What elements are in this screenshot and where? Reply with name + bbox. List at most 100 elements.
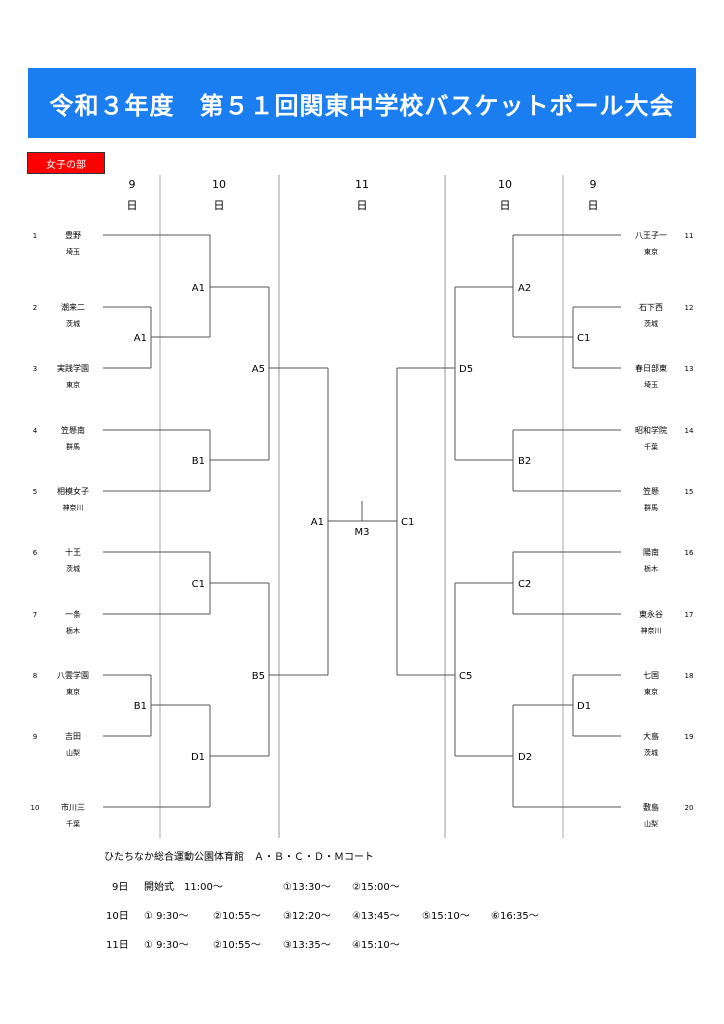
team-prefecture: 千葉	[644, 442, 658, 451]
team-prefecture: 群馬	[66, 442, 80, 451]
schedule-day11-slot1: ① 9:30～	[144, 940, 189, 951]
team-seed: 3	[33, 365, 37, 373]
team-seed: 18	[685, 672, 694, 680]
team-seed: 6	[33, 549, 38, 557]
team-name: 七国	[643, 671, 659, 680]
schedule-day11-slot2: ②10:55～	[213, 940, 261, 951]
match-label: A2	[518, 283, 531, 294]
team-prefecture: 栃木	[66, 626, 80, 635]
team-prefecture: 東京	[644, 687, 658, 696]
team-seed: 15	[685, 488, 694, 496]
team-prefecture: 茨城	[66, 564, 80, 573]
match-label: B5	[252, 671, 265, 682]
team-prefecture: 山梨	[66, 748, 80, 757]
team-seed: 11	[685, 232, 694, 240]
team-name: 相模女子	[57, 486, 89, 496]
schedule-day9-slot1: ①13:30～	[283, 882, 331, 893]
team-seed: 5	[33, 488, 37, 496]
team-name: 陽南	[643, 547, 659, 557]
match-label: D5	[459, 364, 473, 375]
team-prefecture: 山梨	[644, 819, 658, 828]
team-seed: 13	[685, 365, 694, 373]
team-prefecture: 茨城	[644, 319, 658, 328]
team-name: 吉田	[65, 732, 81, 741]
team-seed: 12	[685, 304, 694, 312]
team-name: 敷島	[643, 802, 659, 812]
team-prefecture: 茨城	[644, 748, 658, 757]
schedule-venue: ひたちなか総合運動公園体育館 Ａ・Ｂ・Ｃ・Ｄ・Ｍコート	[104, 852, 374, 863]
team-prefecture: 東京	[644, 247, 658, 256]
team-seed: 19	[685, 733, 694, 741]
team-prefecture: 神奈川	[63, 503, 84, 512]
team-seed: 2	[33, 304, 37, 312]
match-label: M3	[355, 527, 370, 538]
schedule-day9-label: 9日	[112, 882, 129, 893]
schedule-day10-slot5: ⑤15:10～	[422, 911, 470, 922]
day-header-unit: 日	[214, 199, 225, 212]
match-label: B2	[518, 456, 531, 467]
team-name: 大島	[643, 731, 659, 741]
team-seed: 8	[33, 672, 37, 680]
match-label: B1	[192, 456, 205, 467]
match-label: B1	[134, 701, 147, 712]
day-header-number: 10	[212, 178, 226, 191]
match-label: D1	[191, 752, 205, 763]
team-prefecture: 埼玉	[66, 247, 80, 256]
schedule-day10-label: 10日	[106, 911, 129, 922]
team-name: 春日部東	[635, 363, 667, 373]
team-seed: 16	[685, 549, 694, 557]
schedule-day10-slot6: ⑥16:35～	[491, 911, 539, 922]
team-name: 東永谷	[639, 609, 663, 619]
team-name: 市川三	[61, 802, 85, 812]
title-banner: 令和３年度 第５１回関東中学校バスケットボール大会	[28, 68, 696, 138]
team-prefecture: 栃木	[644, 564, 658, 573]
team-prefecture: 神奈川	[641, 626, 662, 635]
team-prefecture: 茨城	[66, 319, 80, 328]
day-header-number: 11	[355, 178, 369, 191]
schedule-day9-opening: 開始式 11:00～	[144, 882, 223, 893]
schedule-day11-slot3: ③13:35～	[283, 940, 331, 951]
day-header-unit: 日	[127, 199, 138, 212]
team-name: 笠懸	[643, 486, 659, 496]
schedule-day10-slot2: ②10:55～	[213, 911, 261, 922]
match-label: A5	[252, 364, 265, 375]
match-label: A1	[192, 283, 205, 294]
schedule-day10-slot1: ① 9:30～	[144, 911, 189, 922]
team-seed: 14	[685, 427, 694, 435]
team-prefecture: 東京	[66, 380, 80, 389]
team-seed: 17	[685, 611, 694, 619]
day-header-unit: 日	[500, 199, 511, 212]
schedule-day9-slot2: ②15:00～	[352, 882, 400, 893]
match-label: C2	[518, 579, 531, 590]
match-label: C1	[401, 517, 414, 528]
team-name: 十王	[65, 547, 81, 557]
team-name: 八雲学園	[57, 670, 89, 680]
day-header-number: 9	[129, 178, 136, 191]
schedule-day10-slot4: ④13:45～	[352, 911, 400, 922]
team-seed: 10	[31, 804, 40, 812]
team-name: 石下西	[639, 303, 663, 312]
team-prefecture: 東京	[66, 687, 80, 696]
match-label: A1	[311, 517, 324, 528]
match-label: C1	[192, 579, 205, 590]
match-label: D2	[518, 752, 532, 763]
team-seed: 7	[33, 611, 37, 619]
schedule-day11-label: 11日	[106, 940, 129, 951]
team-name: 笠懸南	[61, 425, 85, 435]
team-seed: 20	[685, 804, 694, 812]
match-label: D1	[577, 701, 591, 712]
day-header-number: 10	[498, 178, 512, 191]
team-name: 豊野	[65, 230, 81, 240]
team-prefecture: 群馬	[644, 503, 658, 512]
day-header-number: 9	[590, 178, 597, 191]
team-name: 一条	[65, 609, 81, 619]
team-name: 実践学園	[57, 363, 89, 373]
team-prefecture: 埼玉	[644, 380, 658, 389]
team-prefecture: 千葉	[66, 819, 80, 828]
schedule-day11-slot4: ④15:10～	[352, 940, 400, 951]
match-label: A1	[134, 333, 147, 344]
team-name: 八王子一	[635, 231, 667, 240]
day-header-unit: 日	[588, 199, 599, 212]
match-label: C5	[459, 671, 472, 682]
